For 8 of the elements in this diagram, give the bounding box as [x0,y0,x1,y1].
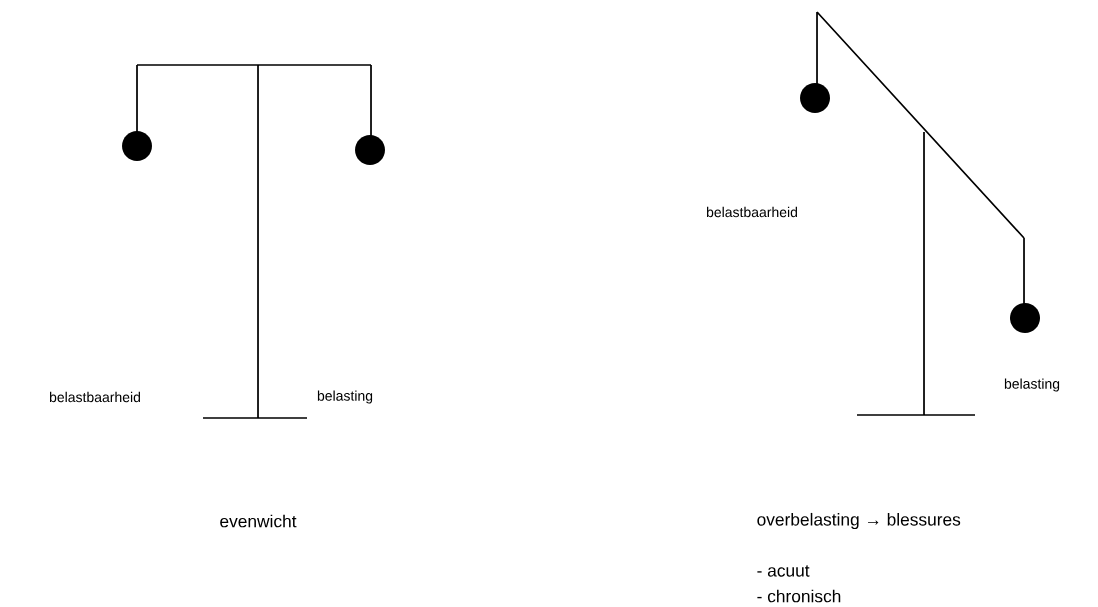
text-label: belasting [1004,378,1060,392]
text-label: overbelasting → blessures [757,512,961,530]
text-label: belastbaarheid [50,391,140,403]
text-label: - chronisch [757,589,841,603]
text-label: belastbaarheid [707,206,797,218]
text-label: - acuut [757,565,810,577]
text-label: belasting [317,390,373,404]
text-label: evenwicht [220,514,297,528]
